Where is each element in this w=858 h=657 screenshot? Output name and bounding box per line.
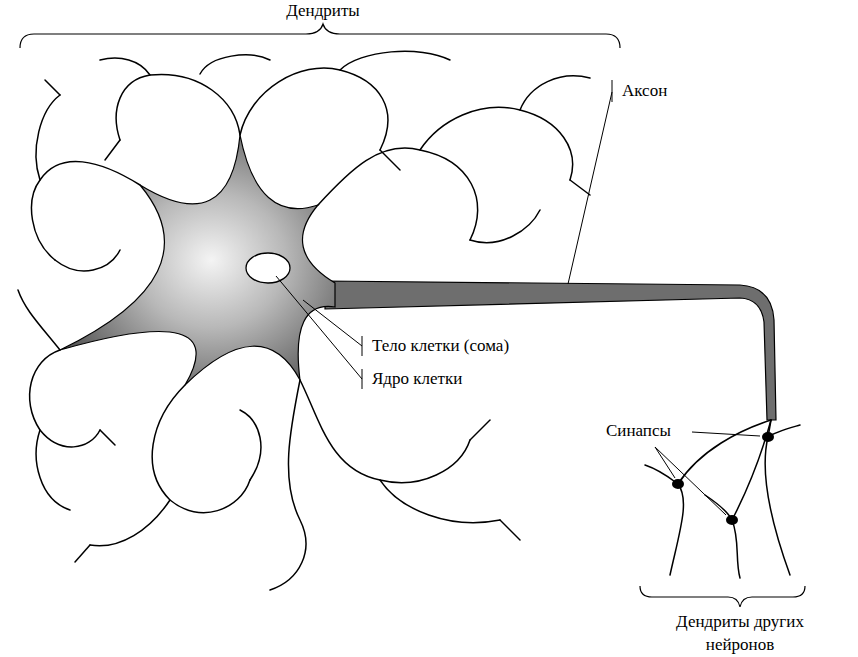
part-label: Дендриты других нейронов [660, 611, 820, 657]
synapse-dot [726, 515, 738, 525]
part-label: Синапсы [606, 420, 671, 443]
bottom-brace [640, 586, 805, 607]
synapse-dot [672, 479, 684, 489]
dendrite [520, 76, 590, 110]
braces [20, 24, 805, 607]
cell-nucleus [246, 253, 290, 283]
other-dendrite [765, 425, 800, 575]
leader-line [692, 432, 760, 436]
dendrite [116, 74, 240, 140]
dendrite [36, 95, 60, 180]
cell-body [60, 135, 335, 385]
synapse-dot [762, 432, 774, 442]
dendrite [300, 380, 470, 483]
leader-line [568, 92, 612, 284]
axon-terminals [645, 420, 800, 578]
leaders [276, 80, 760, 515]
other-dendrite [705, 495, 740, 578]
axon [325, 281, 776, 420]
dendrite [90, 500, 170, 546]
leader-line [655, 447, 726, 515]
dendrite [30, 350, 100, 447]
dendrite [45, 80, 60, 95]
part-label: Дендриты [223, 0, 423, 23]
dendrite [240, 68, 388, 150]
dendrite [500, 520, 520, 540]
other-dendrite [645, 465, 683, 575]
dendrite [36, 430, 70, 510]
leader-line [276, 276, 362, 379]
dendrite [105, 140, 120, 160]
part-label: Тело клетки (сома) [372, 335, 509, 358]
axon-terminal [678, 420, 771, 484]
dendrite [240, 410, 261, 480]
dendrite [380, 480, 500, 523]
dendrite [18, 290, 60, 350]
dendrite [420, 107, 573, 180]
dendrite [32, 161, 140, 260]
dendrite [570, 180, 590, 195]
leader-line [612, 80, 613, 102]
part-label: Аксон [622, 80, 667, 103]
dendrite [75, 545, 90, 562]
dendrite [200, 55, 270, 74]
dendrite [100, 430, 115, 445]
dendrite [55, 250, 120, 271]
dendrite [100, 58, 150, 75]
leader-line [655, 447, 675, 478]
dendrite [340, 51, 450, 70]
dendrite [270, 380, 306, 590]
leader-line [303, 300, 362, 346]
dendrite [470, 420, 490, 440]
top-brace [20, 24, 620, 48]
dendrite [152, 385, 250, 513]
dendrite [380, 150, 400, 170]
dendrite [470, 210, 540, 243]
dendrite-group [18, 51, 590, 590]
part-label: Ядро клетки [372, 368, 462, 391]
dendrite [318, 148, 478, 240]
